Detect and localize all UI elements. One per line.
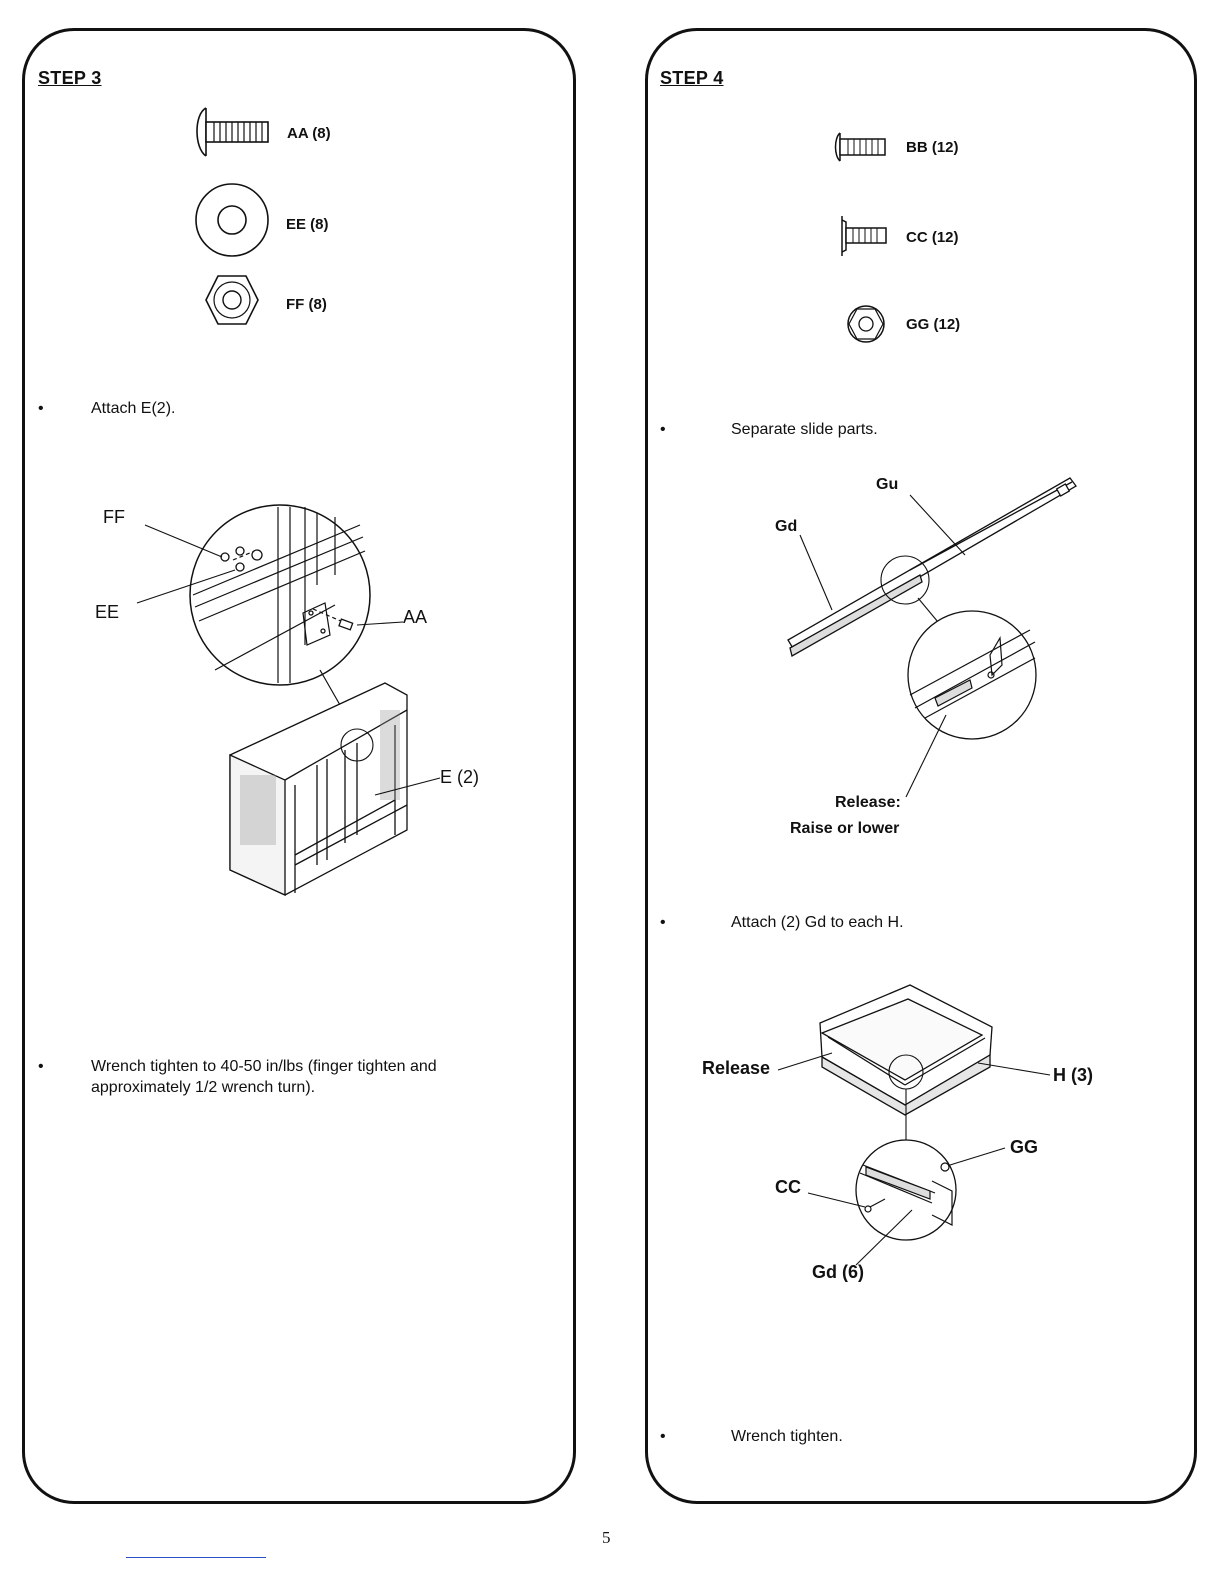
part-label-gg: GG (12) [906,316,961,333]
step-4-title: STEP 4 [660,68,724,88]
callout-gd: Gd [775,518,798,535]
part-label-ee: EE (8) [286,216,329,233]
callout-release: Release [702,1058,771,1078]
flange-bolt-icon [841,216,887,256]
part-label-ff: FF (8) [286,296,327,313]
callout-cc: CC [775,1177,801,1197]
callout-release-line2: Raise or lower [790,820,900,837]
callout-gd6: Gd (6) [812,1262,864,1282]
part-label-cc: CC (12) [906,229,959,246]
part-label-aa: AA (8) [287,125,331,142]
washer-icon [195,183,269,257]
short-bolt-icon [834,132,886,162]
callout-release-line1: Release: [835,794,901,811]
step-3-title: STEP 3 [38,68,102,88]
callout-e: E (2) [440,767,480,787]
drawer-assembly-diagram [777,984,1051,1266]
slide-rail-diagram [787,477,1077,798]
callout-gu: Gu [876,476,899,493]
truss-bolt-icon [196,107,269,157]
callout-h: H (3) [1053,1065,1093,1085]
callout-ee: EE [95,602,120,622]
callout-ff: FF [103,507,125,527]
callout-gg: GG [1010,1137,1039,1157]
page-number: 5 [602,1528,611,1547]
footer-rule [126,1557,266,1558]
flange-nut-icon [847,305,885,343]
cabinet-frame-diagram [136,504,441,897]
part-label-bb: BB (12) [906,139,959,156]
callout-aa: AA [403,607,428,627]
hex-nut-icon [205,275,259,325]
